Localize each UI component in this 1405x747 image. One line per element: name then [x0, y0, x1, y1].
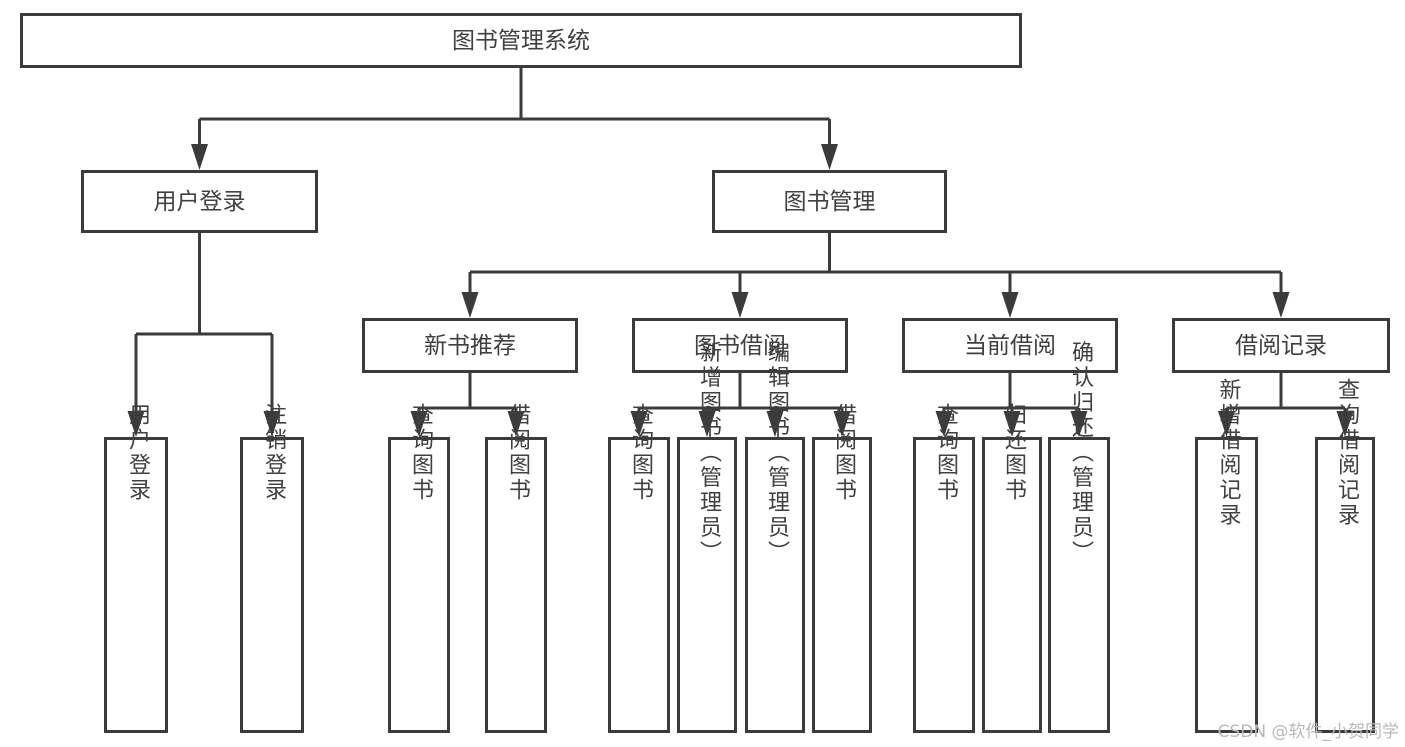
node-box-leaf_confirm_return [1048, 437, 1110, 733]
node-leaf_edit_book[interactable]: 编辑图书（管理员） [745, 341, 805, 733]
node-label-leaf_add_book: 新增图书（管理员） [696, 341, 722, 566]
node-label-current_borrow: 当前借阅 [964, 333, 1056, 359]
node-label-new_book_rec: 新书推荐 [424, 333, 516, 359]
node-leaf_borrow_book_2[interactable]: 借阅图书 [812, 403, 872, 733]
node-leaf_add_book[interactable]: 新增图书（管理员） [677, 341, 737, 733]
node-label-leaf_borrow_book_2: 借阅图书 [831, 403, 857, 503]
node-root[interactable]: 图书管理系统 [20, 13, 1022, 68]
node-box-leaf_query_record [1315, 437, 1375, 733]
node-label-book_mgmt: 图书管理 [784, 189, 876, 215]
node-box-leaf_return_book [982, 437, 1042, 733]
node-box-user_login [81, 170, 318, 233]
node-borrow_record[interactable]: 借阅记录 [1172, 318, 1390, 373]
node-new_book_rec[interactable]: 新书推荐 [362, 318, 578, 373]
node-box-leaf_logout [240, 437, 304, 733]
edge-layer [127, 68, 1354, 437]
node-box-leaf_add_book [677, 437, 737, 733]
node-box-leaf_borrow_book_1 [485, 437, 547, 733]
node-book_borrow[interactable]: 图书借阅 [632, 318, 848, 373]
node-leaf_add_record[interactable]: 新增借阅记录 [1195, 378, 1258, 733]
node-box-leaf_query_book_1 [388, 437, 450, 733]
node-current_borrow[interactable]: 当前借阅 [902, 318, 1118, 373]
node-box-book_mgmt [712, 170, 947, 233]
node-leaf_borrow_book_1[interactable]: 借阅图书 [485, 403, 547, 733]
node-label-borrow_record: 借阅记录 [1235, 333, 1327, 359]
node-label-leaf_confirm_return: 确认归还（管理员） [1068, 341, 1094, 566]
node-label-user_login: 用户登录 [154, 189, 246, 215]
node-label-leaf_user_login: 用户登录 [125, 403, 151, 503]
node-book_mgmt[interactable]: 图书管理 [712, 170, 947, 233]
node-box-root [20, 13, 1022, 68]
node-box-leaf_query_book_3 [913, 437, 975, 733]
node-leaf_query_record[interactable]: 查询借阅记录 [1315, 378, 1375, 733]
node-leaf_confirm_return[interactable]: 确认归还（管理员） [1048, 341, 1110, 733]
node-box-leaf_borrow_book_2 [812, 437, 872, 733]
node-label-leaf_query_book_2: 查询图书 [628, 403, 654, 503]
node-label-leaf_query_book_1: 查询图书 [408, 403, 434, 503]
node-label-leaf_query_book_3: 查询图书 [933, 403, 959, 503]
node-label-root: 图书管理系统 [452, 28, 590, 54]
node-label-leaf_logout: 注销登录 [261, 403, 287, 503]
node-label-leaf_borrow_book_1: 借阅图书 [505, 403, 531, 503]
node-label-leaf_return_book: 归还图书 [1001, 403, 1027, 503]
node-leaf_query_book_3[interactable]: 查询图书 [913, 403, 975, 733]
node-label-leaf_add_record: 新增借阅记录 [1216, 378, 1242, 528]
node-leaf_user_login[interactable]: 用户登录 [104, 403, 168, 733]
node-user_login[interactable]: 用户登录 [81, 170, 318, 233]
node-box-borrow_record [1172, 318, 1390, 373]
node-label-leaf_edit_book: 编辑图书（管理员） [764, 341, 790, 566]
node-box-leaf_add_record [1195, 437, 1258, 733]
node-leaf_logout[interactable]: 注销登录 [240, 403, 304, 733]
node-box-leaf_user_login [104, 437, 168, 733]
node-box-leaf_edit_book [745, 437, 805, 733]
node-leaf_query_book_1[interactable]: 查询图书 [388, 403, 450, 733]
node-leaf_return_book[interactable]: 归还图书 [982, 403, 1042, 733]
node-box-current_borrow [902, 318, 1118, 373]
node-box-leaf_query_book_2 [608, 437, 670, 733]
watermark-text: CSDN @软件_小贺同学 [1217, 722, 1399, 742]
node-layer: 图书管理系统用户登录图书管理新书推荐图书借阅当前借阅借阅记录用户登录注销登录查询… [20, 13, 1390, 733]
node-box-book_borrow [632, 318, 848, 373]
node-leaf_query_book_2[interactable]: 查询图书 [608, 403, 670, 733]
node-label-book_borrow: 图书借阅 [694, 333, 786, 359]
node-label-leaf_query_record: 查询借阅记录 [1334, 378, 1360, 528]
node-box-new_book_rec [362, 318, 578, 373]
